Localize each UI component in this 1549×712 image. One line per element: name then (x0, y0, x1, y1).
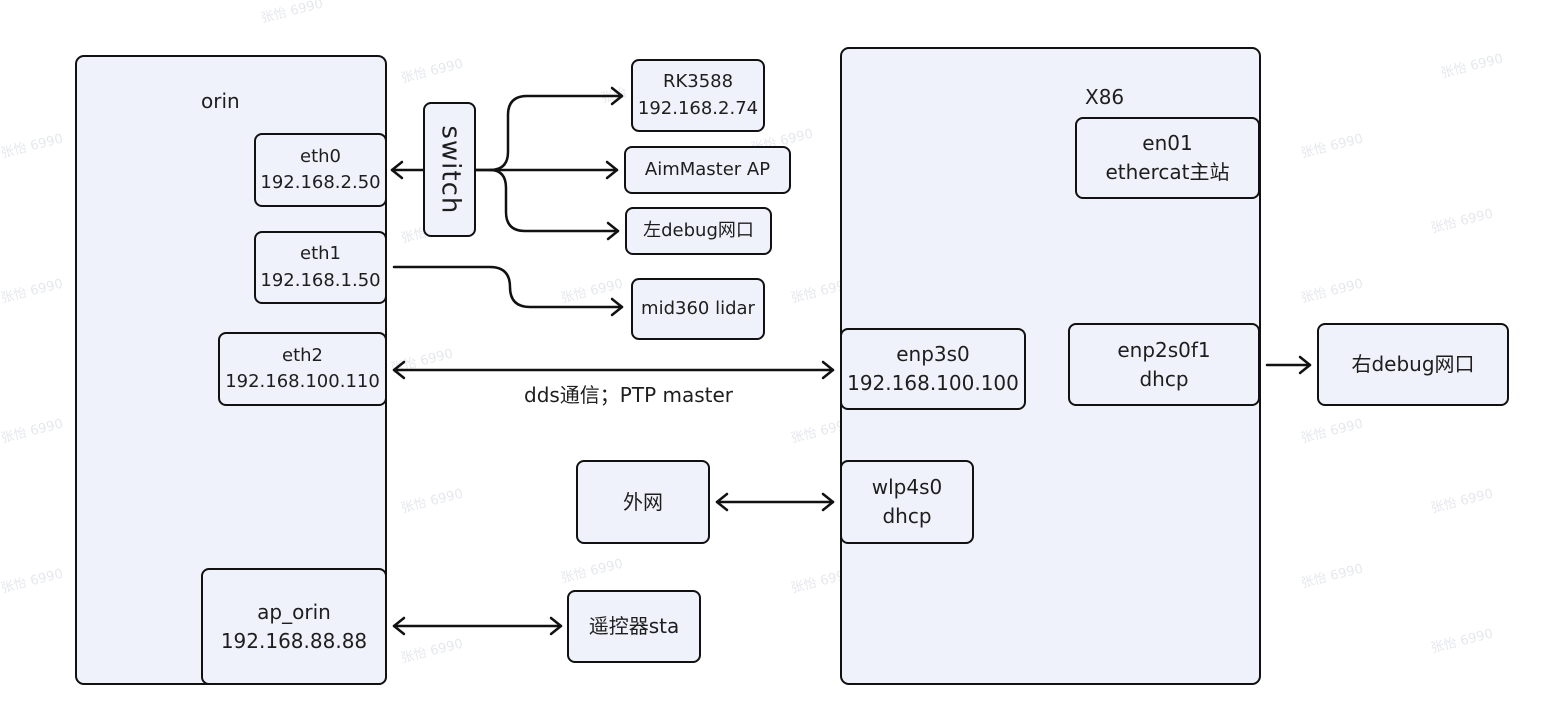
mid360-lidar-device[interactable]: mid360 lidar (631, 278, 765, 340)
rk3588-device[interactable]: RK3588 192.168.2.74 (631, 59, 765, 132)
wlp4s0-name: wlp4s0 (871, 475, 943, 499)
dds-ptp-link-label: dds通信；PTP master (524, 383, 734, 407)
link-eth1-mid360 (392, 265, 624, 317)
right-debug-port-device[interactable]: 右debug网口 (1317, 323, 1509, 406)
wlp4s0-ip: dhcp (882, 504, 932, 528)
en01-role: ethercat主站 (1105, 160, 1230, 184)
ap-orin-interface[interactable]: ap_orin 192.168.88.88 (201, 568, 387, 685)
ap-orin-name: ap_orin (257, 599, 331, 624)
enp3s0-name: enp3s0 (896, 342, 970, 366)
eth1-interface[interactable]: eth1 192.168.1.50 (254, 231, 387, 304)
orin-title: orin (201, 89, 240, 113)
eth2-name: eth2 (282, 344, 323, 366)
link-enp2s0f1-right-debug (1265, 355, 1312, 375)
wlp4s0-interface[interactable]: wlp4s0 dhcp (840, 460, 974, 544)
rk3588-ip: 192.168.2.74 (637, 97, 759, 119)
left-debug-port-name: 左debug网口 (643, 219, 754, 241)
rk3588-name: RK3588 (662, 71, 734, 93)
remote-controller-name: 遥控器sta (588, 614, 680, 638)
remote-controller-sta-device[interactable]: 遥控器sta (567, 590, 701, 663)
ap-orin-ip: 192.168.88.88 (220, 628, 368, 653)
mid360-lidar-name: mid360 lidar (641, 297, 755, 319)
enp3s0-interface[interactable]: enp3s0 192.168.100.100 (840, 328, 1026, 410)
link-internet-wlp4s0 (715, 492, 835, 512)
link-switch-left-debug (488, 168, 620, 241)
link-eth2-enp3s0 (392, 360, 835, 380)
left-debug-port-device[interactable]: 左debug网口 (625, 207, 772, 255)
en01-interface[interactable]: en01 ethercat主站 (1075, 117, 1260, 199)
internet-node[interactable]: 外网 (576, 460, 710, 544)
enp2s0f1-ip: dhcp (1139, 366, 1189, 391)
aimmaster-ap-device[interactable]: AimMaster AP (624, 146, 791, 194)
eth0-name: eth0 (300, 145, 341, 167)
link-switch-eth0 (390, 160, 425, 180)
enp2s0f1-name: enp2s0f1 (1117, 337, 1211, 362)
eth0-interface[interactable]: eth0 192.168.2.50 (254, 133, 387, 207)
right-debug-port-name: 右debug网口 (1351, 352, 1475, 376)
eth1-ip: 192.168.1.50 (260, 269, 381, 291)
internet-name: 外网 (623, 489, 663, 514)
eth2-ip: 192.168.100.110 (225, 371, 380, 392)
en01-name: en01 (1142, 131, 1193, 155)
eth2-interface[interactable]: eth2 192.168.100.110 (218, 332, 387, 406)
link-switch-aimmaster (474, 160, 619, 180)
enp2s0f1-interface[interactable]: enp2s0f1 dhcp (1068, 323, 1260, 406)
link-aporin-remote (392, 616, 563, 636)
x86-title: X86 (1085, 85, 1125, 109)
enp3s0-ip: 192.168.100.100 (847, 371, 1019, 395)
eth0-ip: 192.168.2.50 (260, 172, 381, 193)
eth1-name: eth1 (300, 243, 341, 265)
aimmaster-ap-name: AimMaster AP (644, 158, 771, 180)
link-switch-rk3588 (474, 86, 624, 172)
